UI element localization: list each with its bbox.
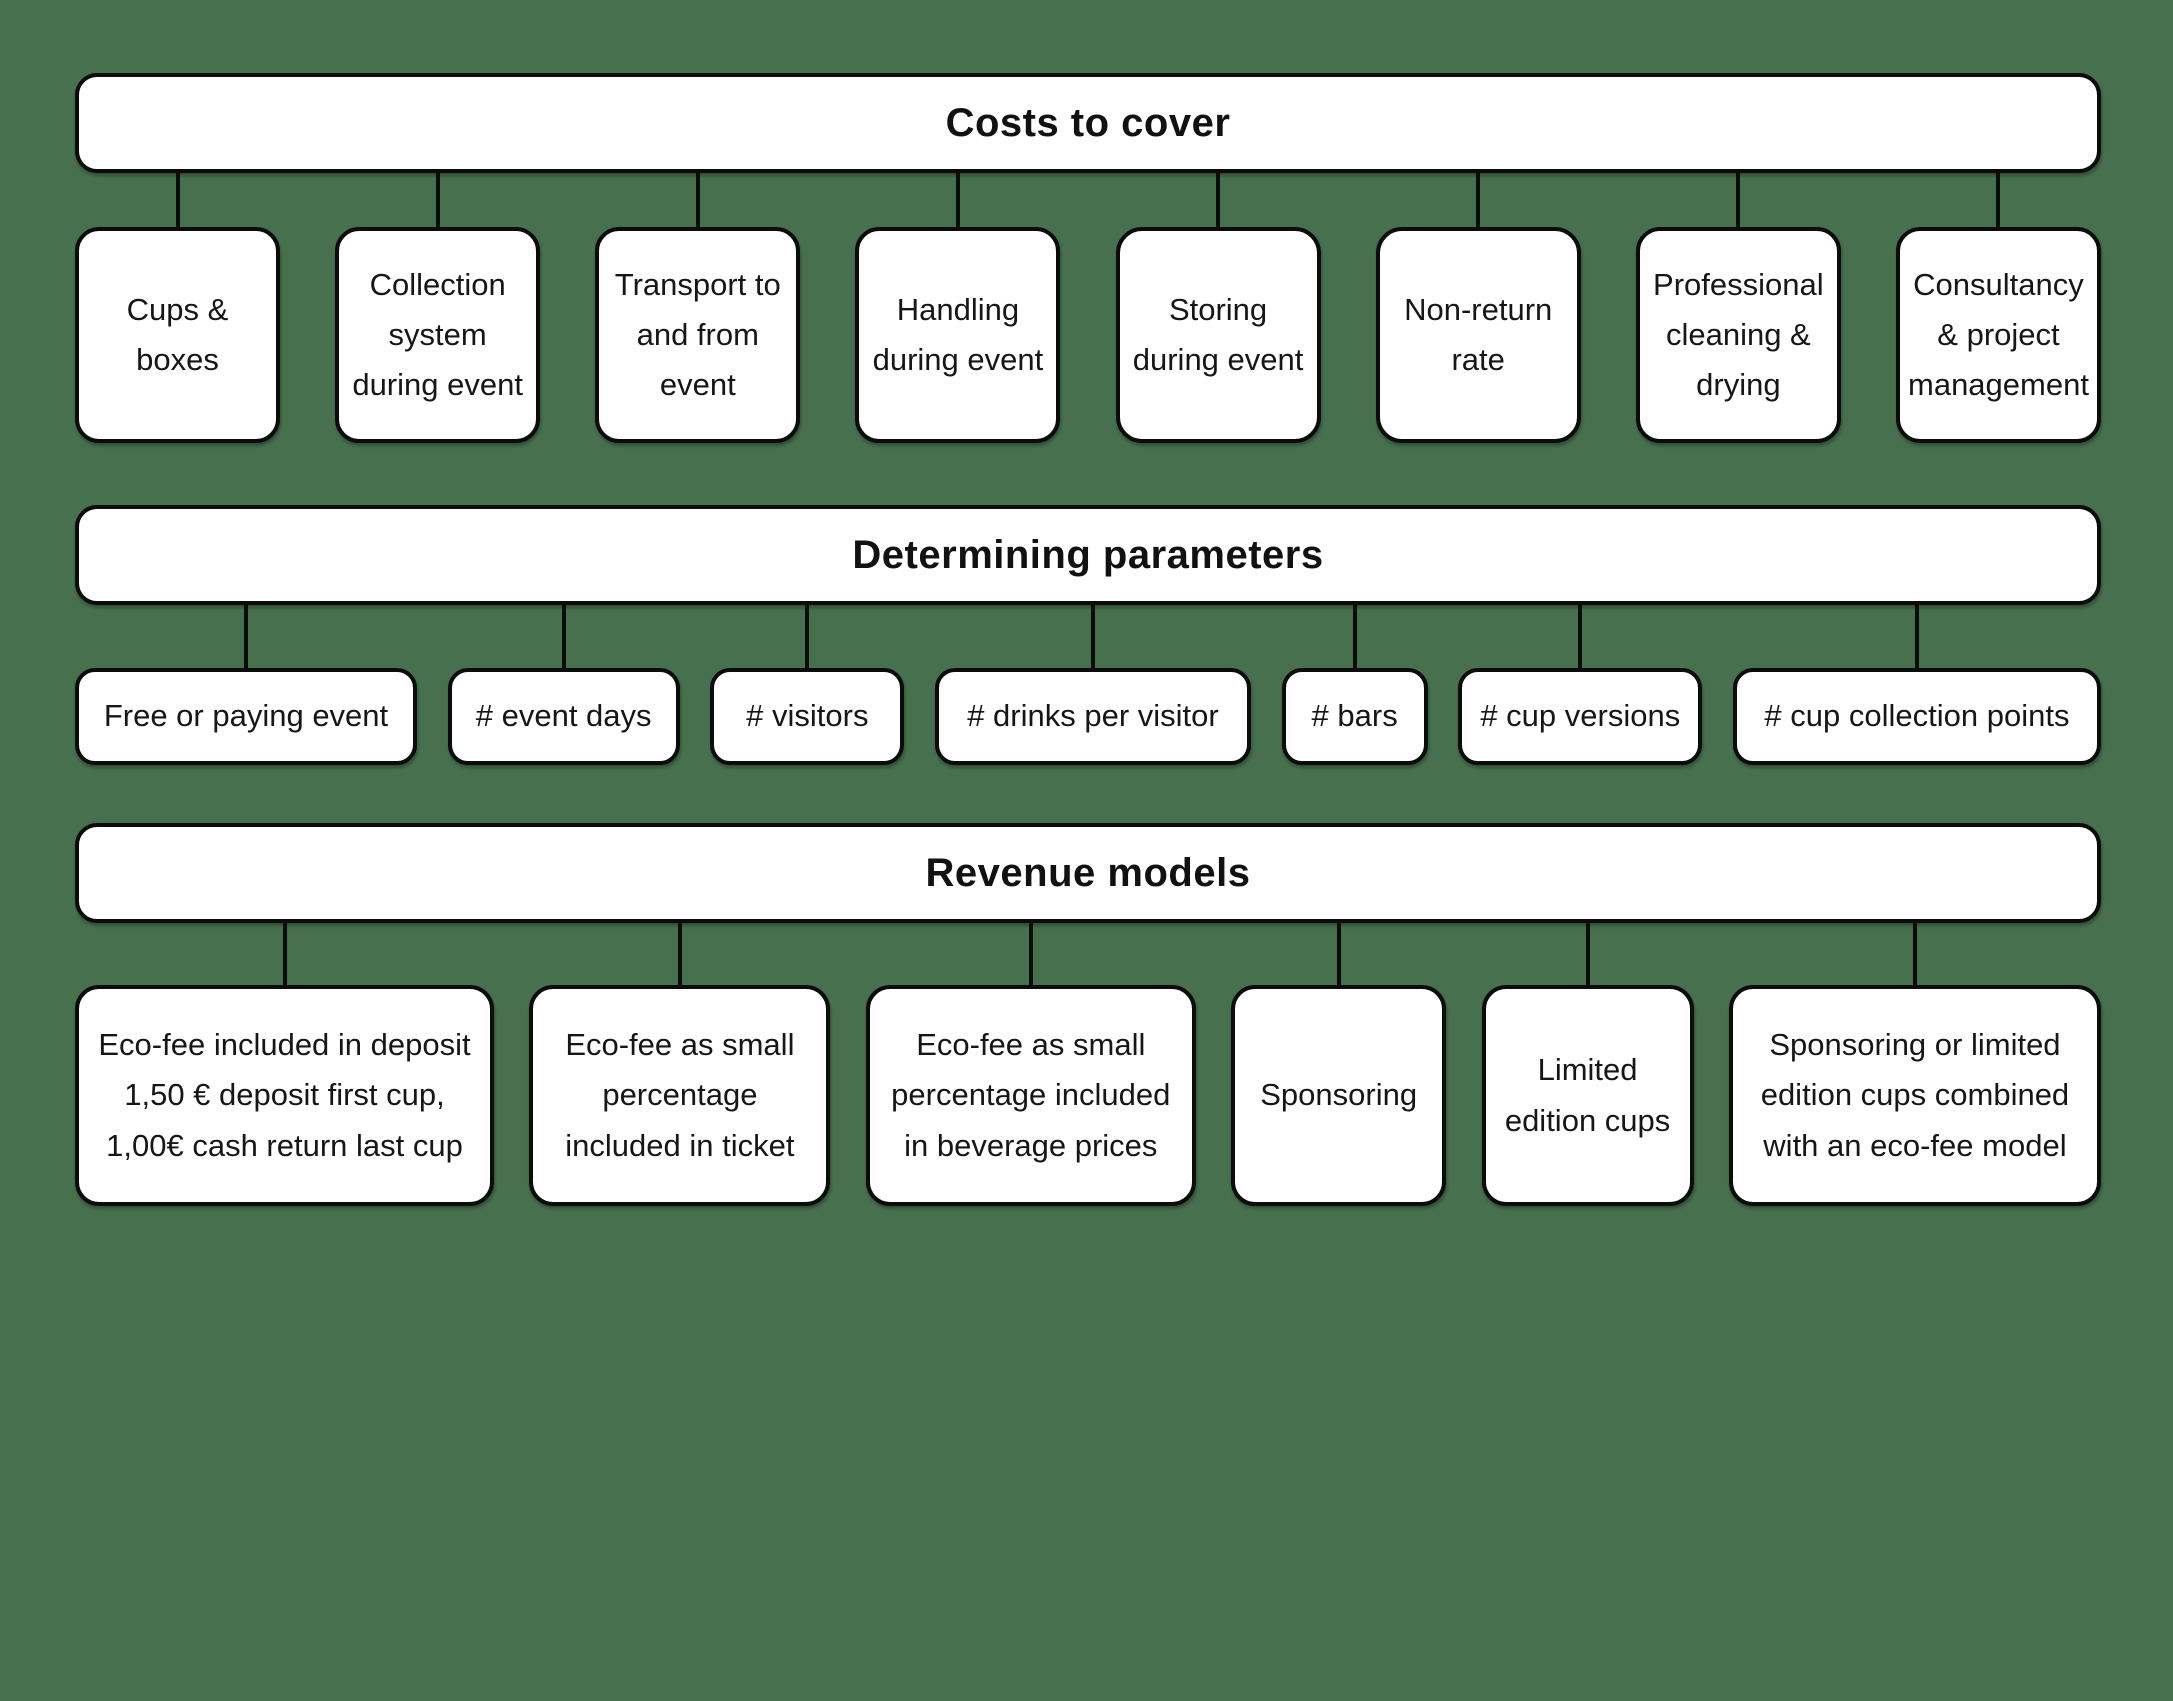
connector-line xyxy=(695,173,700,227)
section-header-revenue: Revenue models xyxy=(75,823,2101,923)
node-box: # event days xyxy=(447,668,680,765)
node-event-days: # event days xyxy=(447,605,680,765)
costs-row: Cups & boxes Collection system during ev… xyxy=(75,173,2101,443)
node-free-or-paying-event: Free or paying event xyxy=(75,605,417,765)
node-label: Professional cleaning & drying xyxy=(1653,266,1824,403)
section-costs-to-cover: Costs to cover Cups & boxes Collection s… xyxy=(75,73,2101,443)
node-box: # cup collection points xyxy=(1732,668,2101,765)
connector-line xyxy=(1585,923,1590,985)
connector-line xyxy=(1336,923,1341,985)
section-title-revenue: Revenue models xyxy=(925,850,1251,895)
node-box: Storing during event xyxy=(1115,227,1321,443)
node-cup-versions: # cup versions xyxy=(1458,605,1703,765)
node-box: Handling during event xyxy=(855,227,1061,443)
connector-line xyxy=(1914,605,1919,668)
connector-line xyxy=(1578,605,1583,668)
connector-line xyxy=(244,605,248,668)
node-box: # cup versions xyxy=(1458,668,1703,765)
node-label: Non-return rate xyxy=(1404,291,1553,377)
connector-line xyxy=(805,605,810,668)
node-eco-fee-beverage: Eco-fee as small percentage included in … xyxy=(865,923,1196,1206)
node-consultancy-management: Consultancy & project management xyxy=(1895,173,2101,443)
parameters-row: Free or paying event # event days # visi… xyxy=(75,605,2101,765)
node-eco-fee-ticket: Eco-fee as small percentage included in … xyxy=(529,923,831,1206)
node-label: # cup collection points xyxy=(1764,698,2070,734)
node-label: Collection system during event xyxy=(352,266,523,403)
node-box: Cups & boxes xyxy=(75,227,280,443)
node-box: Sponsoring or limited edition cups combi… xyxy=(1728,985,2101,1206)
node-box: # visitors xyxy=(710,668,905,765)
node-box: Sponsoring xyxy=(1231,985,1447,1206)
node-cups-boxes: Cups & boxes xyxy=(75,173,280,443)
node-box: Consultancy & project management xyxy=(1895,227,2101,443)
node-label: Consultancy & project management xyxy=(1908,266,2089,403)
node-label: Eco-fee as small percentage included in … xyxy=(891,1027,1171,1163)
node-drinks-per-visitor: # drinks per visitor xyxy=(934,605,1251,765)
node-label: Transport to and from event xyxy=(614,266,781,403)
node-label: Limited edition cups xyxy=(1504,1052,1671,1138)
section-revenue-models: Revenue models Eco-fee included in depos… xyxy=(75,823,2101,1206)
node-label: Eco-fee included in deposit 1,50 € depos… xyxy=(98,1027,471,1163)
node-box: # bars xyxy=(1281,668,1428,765)
node-transport: Transport to and from event xyxy=(595,173,801,443)
node-visitors: # visitors xyxy=(710,605,905,765)
node-label: # drinks per visitor xyxy=(967,698,1219,734)
section-title-parameters: Determining parameters xyxy=(852,532,1324,577)
node-cleaning-drying: Professional cleaning & drying xyxy=(1635,173,1841,443)
connector-line xyxy=(1028,923,1033,985)
node-limited-edition-cups: Limited edition cups xyxy=(1481,923,1694,1206)
connector-line xyxy=(435,173,440,227)
connector-line xyxy=(677,923,682,985)
node-box: Professional cleaning & drying xyxy=(1635,227,1841,443)
node-bars: # bars xyxy=(1281,605,1428,765)
node-label: Eco-fee as small percentage included in … xyxy=(565,1027,795,1163)
node-collection-system: Collection system during event xyxy=(335,173,541,443)
connector-line xyxy=(1352,605,1357,668)
node-label: Cups & boxes xyxy=(126,291,229,377)
node-label: Handling during event xyxy=(872,291,1044,377)
node-label: Free or paying event xyxy=(103,698,389,734)
connector-line xyxy=(955,173,960,227)
node-sponsoring-combined: Sponsoring or limited edition cups combi… xyxy=(1728,923,2101,1206)
connector-line xyxy=(1912,923,1917,985)
node-label: Sponsoring or limited edition cups combi… xyxy=(1760,1027,2070,1163)
connector-line xyxy=(561,605,566,668)
node-box: Non-return rate xyxy=(1375,227,1581,443)
node-non-return-rate: Non-return rate xyxy=(1375,173,1581,443)
node-box: Eco-fee as small percentage included in … xyxy=(529,985,831,1206)
section-header-costs: Costs to cover xyxy=(75,73,2101,173)
connector-line xyxy=(1476,173,1481,227)
connector-line xyxy=(1090,605,1095,668)
node-label: Storing during event xyxy=(1132,291,1304,377)
node-box: Collection system during event xyxy=(335,227,541,443)
node-cup-collection-points: # cup collection points xyxy=(1732,605,2101,765)
section-header-parameters: Determining parameters xyxy=(75,505,2101,605)
section-determining-parameters: Determining parameters Free or paying ev… xyxy=(75,505,2101,765)
node-eco-fee-deposit: Eco-fee included in deposit 1,50 € depos… xyxy=(75,923,494,1206)
node-label: # visitors xyxy=(746,698,869,734)
revenue-row: Eco-fee included in deposit 1,50 € depos… xyxy=(75,923,2101,1206)
node-box: Eco-fee included in deposit 1,50 € depos… xyxy=(75,985,494,1206)
section-title-costs: Costs to cover xyxy=(945,100,1231,145)
node-label: # cup versions xyxy=(1480,698,1681,734)
connector-line xyxy=(1996,173,2001,227)
node-box: Eco-fee as small percentage included in … xyxy=(865,985,1196,1206)
connector-line xyxy=(1216,173,1221,227)
node-handling: Handling during event xyxy=(855,173,1061,443)
node-label: Sponsoring xyxy=(1260,1077,1418,1113)
node-label: # event days xyxy=(475,698,652,734)
node-box: # drinks per visitor xyxy=(934,668,1251,765)
node-sponsoring: Sponsoring xyxy=(1231,923,1447,1206)
node-storing: Storing during event xyxy=(1115,173,1321,443)
node-label: # bars xyxy=(1311,698,1398,734)
node-box: Limited edition cups xyxy=(1481,985,1694,1206)
connector-line xyxy=(282,923,287,985)
node-box: Free or paying event xyxy=(75,668,417,765)
node-box: Transport to and from event xyxy=(595,227,801,443)
connector-line xyxy=(1736,173,1741,227)
connector-line xyxy=(175,173,180,227)
